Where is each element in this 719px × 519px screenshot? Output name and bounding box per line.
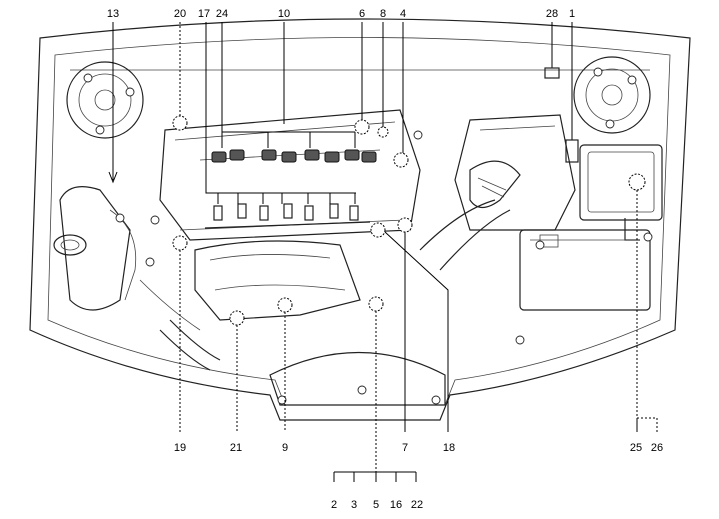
callout-7: 7	[402, 442, 408, 454]
callout-24: 24	[216, 8, 228, 20]
callout-6: 6	[359, 8, 365, 20]
callout-19: 19	[174, 442, 186, 454]
location-markers	[172, 115, 646, 326]
marker-18	[370, 222, 386, 238]
marker-20	[172, 115, 188, 131]
bolts	[115, 130, 653, 345]
callout-18: 18	[443, 442, 455, 454]
callout-8: 8	[380, 8, 386, 20]
engine-bay-outline	[29, 18, 691, 421]
front-cowl	[269, 351, 446, 406]
callout-2: 2	[331, 499, 337, 511]
callout-16: 16	[390, 499, 402, 511]
callout-25: 25	[630, 442, 642, 454]
callout-labels: 13 20 17 24 10 6 8 4 28 1 19 21 9 7 18 2…	[107, 8, 663, 511]
relay-box	[579, 144, 663, 241]
fuel-injectors	[204, 203, 371, 229]
marker-5	[368, 296, 384, 312]
callout-9: 9	[282, 442, 288, 454]
marker-19	[172, 235, 188, 251]
callout-5: 5	[373, 499, 379, 511]
marker-9	[277, 297, 293, 313]
lower-hoses	[139, 279, 221, 371]
callout-26: 26	[651, 442, 663, 454]
callout-3: 3	[351, 499, 357, 511]
washer-reservoir	[53, 186, 137, 311]
marker-8	[377, 126, 389, 138]
callout-28: 28	[546, 8, 558, 20]
right-strut-tower	[573, 56, 651, 134]
leader-lines	[108, 22, 658, 482]
intake-manifold	[194, 240, 361, 321]
callout-21: 21	[230, 442, 242, 454]
callout-17: 17	[198, 8, 210, 20]
ignition-coils	[211, 149, 377, 163]
marker-7	[397, 217, 413, 233]
air-intake-duct	[419, 160, 521, 271]
callout-20: 20	[174, 8, 186, 20]
callout-22: 22	[411, 499, 423, 511]
callout-13: 13	[107, 8, 119, 20]
marker-21	[229, 310, 245, 326]
callout-10: 10	[278, 8, 290, 20]
marker-25	[628, 173, 646, 191]
marker-6	[354, 119, 370, 135]
callout-4: 4	[400, 8, 406, 20]
marker-4	[393, 152, 409, 168]
left-strut-tower	[66, 61, 144, 139]
callout-1: 1	[569, 8, 575, 20]
air-cleaner	[454, 114, 576, 231]
